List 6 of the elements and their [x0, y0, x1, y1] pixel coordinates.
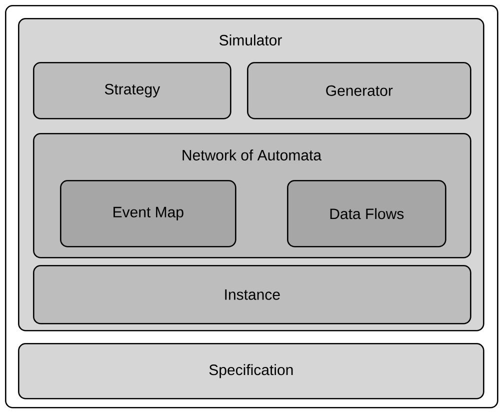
component-box: Data Flows: [287, 180, 446, 248]
component-box: Strategy: [33, 62, 232, 120]
component-box: Specification: [18, 343, 484, 400]
component-box: Event Map: [60, 180, 236, 248]
component-box: Generator: [247, 62, 472, 120]
component-box: Instance: [33, 265, 472, 324]
